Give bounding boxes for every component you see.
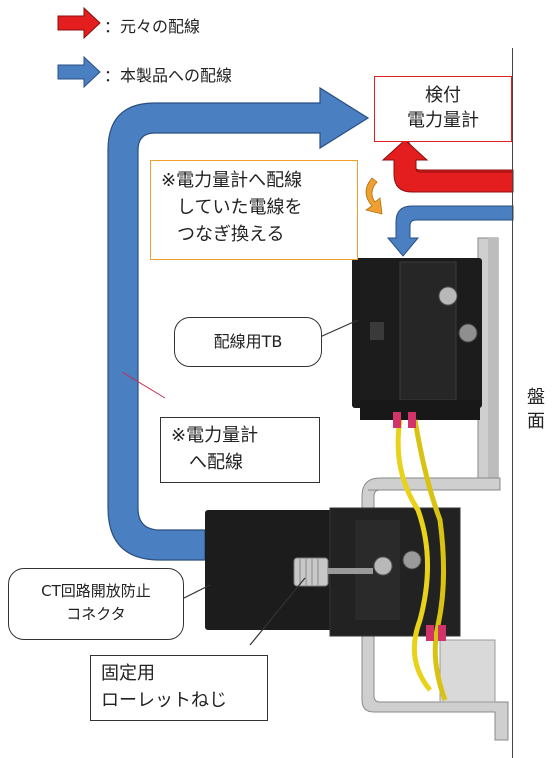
knurled-screw <box>293 557 329 587</box>
reconnect-note-line3: つなぎ換える <box>177 224 285 245</box>
legend-blue-arrow-icon <box>57 55 101 89</box>
connector-screw-2 <box>402 550 422 570</box>
legend-blue-label: ：本製品への配線 <box>104 66 233 85</box>
ct-connector-callout: CT回路開放防止 コネクタ <box>8 568 184 640</box>
yellow-wire-2 <box>412 419 448 701</box>
panel-label: 盤 面 <box>524 386 548 434</box>
tb-screw-top <box>438 286 458 306</box>
screw-note-line2: ローレットねじ <box>101 690 227 711</box>
tb-callout-label: 配線用TB <box>213 332 283 351</box>
meter-box-line2: 電力量計 <box>407 110 479 131</box>
red-original-wire-arrow-thick <box>381 139 514 193</box>
meter-note-leader-line <box>121 371 166 399</box>
tb-screw-bottom <box>458 323 478 343</box>
reconnect-note-line1: ※電力量計へ配線 <box>161 170 303 191</box>
to-meter-note: ※電力量計 へ配線 <box>160 417 320 483</box>
reconnect-note: ※電力量計へ配線 していた電線を つなぎ換える <box>150 160 358 260</box>
upper-bracket-edge <box>488 238 498 480</box>
screw-leader-line <box>249 577 306 646</box>
lower-bracket <box>361 477 509 741</box>
meter-box-line1: 検付 <box>425 85 461 106</box>
ct-callout-line2: コネクタ <box>66 605 126 623</box>
panel-label-char1: 盤 <box>527 387 545 408</box>
connector-screw-1 <box>373 556 393 576</box>
to-meter-note-line2: へ配線 <box>189 452 243 473</box>
ct-leader-line <box>179 584 211 601</box>
yellow-wire-1 <box>395 419 432 692</box>
blue-route-arrow-body <box>107 86 370 561</box>
meter-box: 検付 電力量計 <box>374 76 512 142</box>
ct-connector-device <box>205 510 355 630</box>
orange-swap-arrow-icon <box>365 177 383 215</box>
blue-panel-wire-arrow <box>386 205 514 257</box>
tb-callout: 配線用TB <box>174 317 322 367</box>
tb-leader-line <box>319 319 359 338</box>
screw-note-line1: 固定用 <box>101 663 155 684</box>
ct-callout-line1: CT回路開放防止 <box>41 582 151 600</box>
reconnect-note-line2: していた電線を <box>177 197 303 218</box>
legend-red-label: ：元々の配線 <box>104 17 201 36</box>
panel-label-char2: 面 <box>527 411 545 432</box>
panel-surface-line <box>512 48 513 758</box>
screw-note: 固定用 ローレットねじ <box>90 655 268 721</box>
to-meter-note-line1: ※電力量計 <box>171 425 259 446</box>
legend-red-arrow-icon <box>57 6 101 40</box>
